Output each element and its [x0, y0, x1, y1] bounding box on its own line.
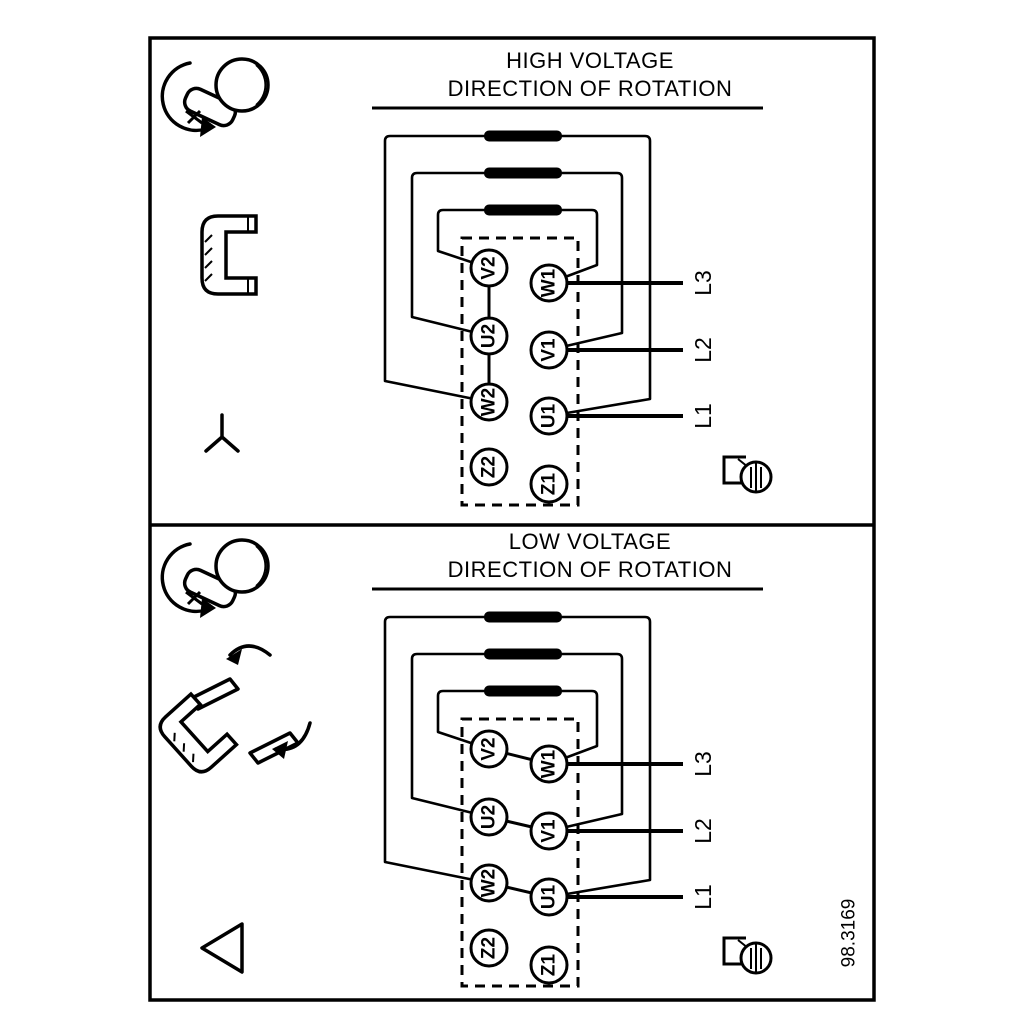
diagram-frame	[148, 36, 876, 1002]
terminal-label-v2: V2	[479, 737, 500, 760]
supply-label-l3: L3	[690, 751, 716, 777]
rotation-arrow	[160, 542, 208, 614]
jumper-bracket-rotated	[158, 691, 239, 774]
ground-terminal-icon	[722, 936, 773, 975]
terminal-label-u1: U1	[539, 884, 560, 909]
star-symbol	[204, 413, 240, 453]
jumper-bracket-body	[158, 691, 239, 774]
ground-bracket	[722, 936, 746, 966]
terminal-label-v1: V1	[539, 819, 560, 843]
panel-low-voltage: LOW VOLTAGE DIRECTION OF ROTATION	[158, 529, 773, 988]
screw-rotation-icon	[160, 57, 270, 137]
winding-bar-1	[484, 611, 562, 623]
terminal-v1	[529, 330, 569, 370]
terminal-u1	[529, 877, 569, 917]
screw-shaft	[182, 86, 238, 128]
terminal-z1	[529, 464, 569, 504]
terminal-label-z2: Z2	[479, 937, 500, 959]
screw-head	[214, 57, 270, 113]
winding-bar-1	[484, 130, 562, 142]
terminal-label-w2: W2	[479, 869, 500, 898]
panel-title: LOW VOLTAGE	[509, 529, 671, 554]
terminal-label-w1: W1	[539, 749, 560, 778]
phillips-cross-2	[186, 109, 202, 125]
terminal-v2	[469, 248, 509, 288]
terminal-block-outline	[460, 236, 580, 507]
delta-symbol-triangle	[200, 922, 244, 974]
winding-loop-middle	[410, 171, 624, 352]
terminal-label-u2: U2	[479, 324, 500, 348]
terminal-u2	[469, 316, 509, 356]
terminal-label-z1: Z1	[539, 472, 560, 495]
supply-label-l2: L2	[690, 337, 716, 363]
screw-rotation-icon	[160, 538, 270, 618]
winding-bar-2	[484, 167, 562, 179]
terminal-w1	[529, 263, 569, 303]
rotation-arrowhead	[200, 598, 216, 618]
terminal-label-v2: V2	[479, 256, 500, 279]
star-symbol-lines	[204, 413, 240, 453]
phillips-cross-2	[186, 590, 202, 606]
ground-terminal-icon	[722, 455, 773, 494]
terminal-label-u1: U1	[539, 403, 560, 428]
screw-head-shading	[255, 545, 267, 587]
figure-number: 98.3169	[839, 899, 860, 968]
jumper-link-icon	[200, 214, 258, 296]
terminal-w1	[529, 744, 569, 784]
screw-head	[214, 538, 270, 594]
terminal-u2	[469, 797, 509, 837]
terminal-label-u2: U2	[479, 805, 500, 829]
panel-subtitle: DIRECTION OF ROTATION	[448, 557, 733, 582]
supply-label-l2: L2	[690, 818, 716, 844]
terminal-label-v1: V1	[539, 338, 560, 362]
hatch-2	[182, 743, 186, 752]
supply-label-l1: L1	[690, 884, 716, 910]
terminal-w2	[469, 382, 509, 422]
supply-label-l3: L3	[690, 270, 716, 296]
screw-head-shading	[255, 64, 267, 106]
winding-bar-2	[484, 648, 562, 660]
placement-arrowhead-top	[226, 649, 242, 665]
delta-symbol	[200, 922, 244, 974]
hatch-4	[204, 273, 213, 282]
terminal-block-outline	[460, 717, 580, 988]
panel-high-voltage: HIGH VOLTAGE DIRECTION OF ROTATION	[160, 48, 773, 507]
jumper-link-body	[200, 214, 258, 296]
terminal-u1	[529, 396, 569, 436]
screw-shaft	[182, 567, 238, 609]
terminal-label-w1: W1	[539, 268, 560, 297]
terminal-label-w2: W2	[479, 388, 500, 417]
panel-title: HIGH VOLTAGE	[506, 48, 674, 73]
terminal-z1	[529, 945, 569, 985]
rotation-arrow	[160, 61, 208, 133]
placement-arrowhead-bottom	[272, 741, 288, 759]
hatch-1	[173, 732, 176, 742]
terminal-label-z2: Z2	[479, 456, 500, 478]
winding-bar-3	[484, 204, 562, 216]
jumper-placement-icon	[158, 644, 312, 774]
hatch-3	[192, 753, 195, 763]
supply-label-l1: L1	[690, 403, 716, 429]
terminal-v1	[529, 811, 569, 851]
terminal-z2	[469, 447, 509, 487]
terminal-label-z1: Z1	[539, 953, 560, 976]
hatch-3	[204, 260, 213, 269]
rotation-arrowhead	[200, 117, 216, 137]
hatch-2	[204, 247, 213, 256]
ground-bracket	[722, 455, 746, 485]
panel-subtitle: DIRECTION OF ROTATION	[448, 76, 733, 101]
terminal-v2	[469, 729, 509, 769]
winding-loop-middle	[410, 652, 624, 833]
hatch-1	[204, 234, 213, 243]
placement-arrow-top	[228, 644, 272, 657]
terminal-w2	[469, 863, 509, 903]
winding-bar-3	[484, 685, 562, 697]
terminal-z2	[469, 928, 509, 968]
